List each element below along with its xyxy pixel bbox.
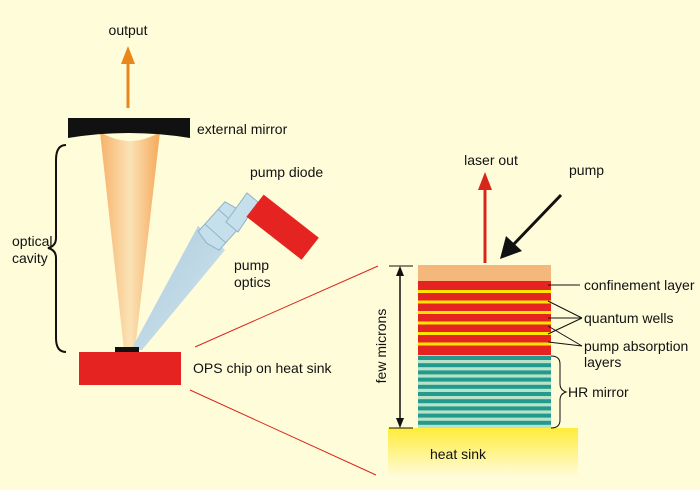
quantum-well-layer [418, 311, 551, 314]
zoom-line-top [194, 265, 379, 348]
external-mirror [68, 118, 190, 138]
hr-mirror-layer [418, 363, 551, 368]
pump-diode [246, 194, 319, 260]
ops-chip-contact [115, 347, 139, 353]
pump-optics-label-2: optics [234, 274, 271, 290]
hr-mirror-brace [550, 355, 568, 429]
quantum-well-layer [418, 321, 551, 325]
few-microns-label: few microns [373, 309, 389, 384]
hr-mirror-layers [418, 356, 551, 425]
laser-out-label: laser out [464, 152, 518, 168]
quantum-well-layer [418, 332, 551, 335]
ops-chip-label: OPS chip on heat sink [193, 360, 333, 376]
quantum-well-layer [418, 290, 551, 293]
confinement-layer-label: confinement layer [584, 277, 695, 293]
hr-mirror-layer [418, 356, 551, 360]
zoom-line-bottom [189, 389, 377, 476]
pump-label: pump [569, 162, 604, 178]
external-mirror-label: external mirror [197, 121, 288, 137]
quantum-well-layer [418, 342, 551, 346]
quantum-well-layer [418, 300, 551, 304]
pump-optics-label-1: pump [234, 257, 269, 273]
hr-mirror-layer [418, 392, 551, 396]
pump-arrow [500, 193, 563, 259]
heat-sink-block [388, 428, 578, 476]
pump-diode-label: pump diode [250, 164, 323, 180]
few-microns-dimension [389, 265, 413, 429]
hr-mirror-layer [418, 420, 551, 425]
heat-sink-label: heat sink [430, 446, 487, 462]
hr-mirror-layer [418, 377, 551, 382]
hr-mirror-layer [418, 399, 551, 404]
hr-mirror-label: HR mirror [568, 384, 629, 400]
pump-absorption-band [418, 348, 551, 355]
hr-mirror-layer [418, 413, 551, 418]
quantum-wells-label: quantum wells [584, 310, 674, 326]
pump-absorption-label-2: layers [584, 354, 621, 370]
quantum-wells-leaders [547, 300, 583, 335]
hr-mirror-layer [418, 384, 551, 389]
output-arrow [121, 46, 135, 108]
output-label: output [109, 22, 148, 38]
confinement-layer [418, 265, 551, 281]
quantum-well-layers [418, 290, 551, 346]
pump-beam [131, 226, 225, 350]
intracavity-beam [100, 132, 160, 350]
pump-absorption-label-1: pump absorption [584, 338, 688, 354]
hr-mirror-layer [418, 406, 551, 411]
optical-cavity-brace [47, 144, 67, 353]
laser-out-arrow [478, 172, 492, 263]
optical-cavity-label-1: optical [12, 233, 52, 249]
ops-chip-heat-sink [79, 352, 181, 385]
hr-mirror-layer [418, 370, 551, 375]
optical-cavity-label-2: cavity [12, 250, 48, 266]
pump-absorption-leaders [547, 325, 583, 347]
